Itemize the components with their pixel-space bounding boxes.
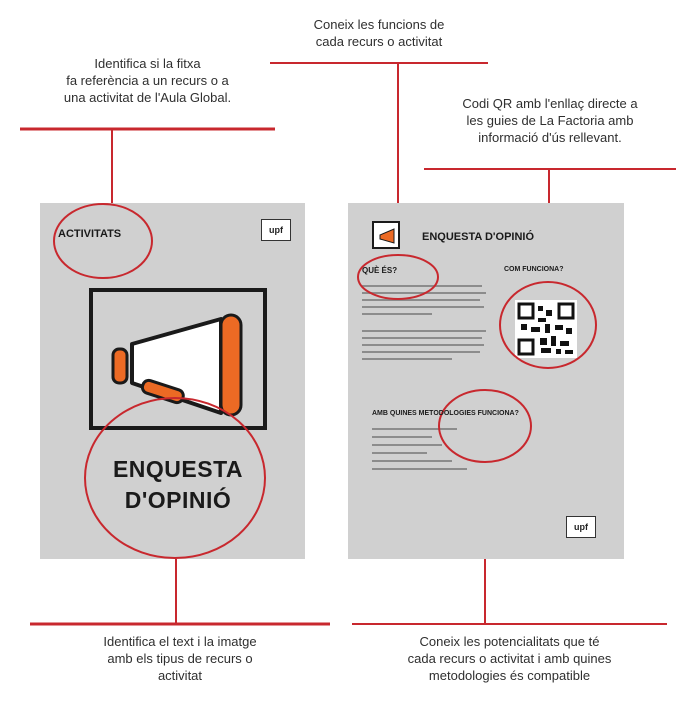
back-what-heading: QUÈ ÉS? [362, 266, 398, 275]
highlight-methods [438, 389, 532, 463]
highlight-qr [499, 281, 597, 369]
annotation-functions: Coneix les funcions de cada recurs o act… [313, 17, 445, 49]
annotation-category: Identifica si la fitxa fa referència a u… [63, 56, 232, 105]
front-title-line1: ENQUESTA [112, 456, 244, 482]
back-card [348, 203, 624, 559]
front-logo: upf [261, 219, 291, 241]
back-megaphone-icon [372, 221, 400, 249]
highlight-title [84, 397, 266, 559]
front-category-label: ACTIVITATS [58, 228, 122, 240]
back-body-text [362, 285, 486, 470]
back-logo: upf [566, 516, 596, 538]
front-title-line2: D'OPINIÓ [124, 487, 232, 513]
highlight-category [53, 203, 153, 279]
back-methods-heading: AMB QUINES METODOLOGIES FUNCIONA? [372, 410, 519, 417]
annotation-title-image: Identifica el text i la imatge amb els t… [103, 634, 257, 683]
annotation-qr: Codi QR amb l'enllaç directe a les guies… [462, 96, 638, 145]
back-title: ENQUESTA D'OPINIÓ [422, 231, 535, 243]
back-how-heading: COM FUNCIONA? [504, 266, 564, 273]
qr-code-icon [515, 300, 577, 358]
highlight-what [357, 254, 439, 300]
megaphone-frame [89, 288, 267, 430]
annotation-methodologies: Coneix les potencialitats que té cada re… [407, 634, 612, 683]
